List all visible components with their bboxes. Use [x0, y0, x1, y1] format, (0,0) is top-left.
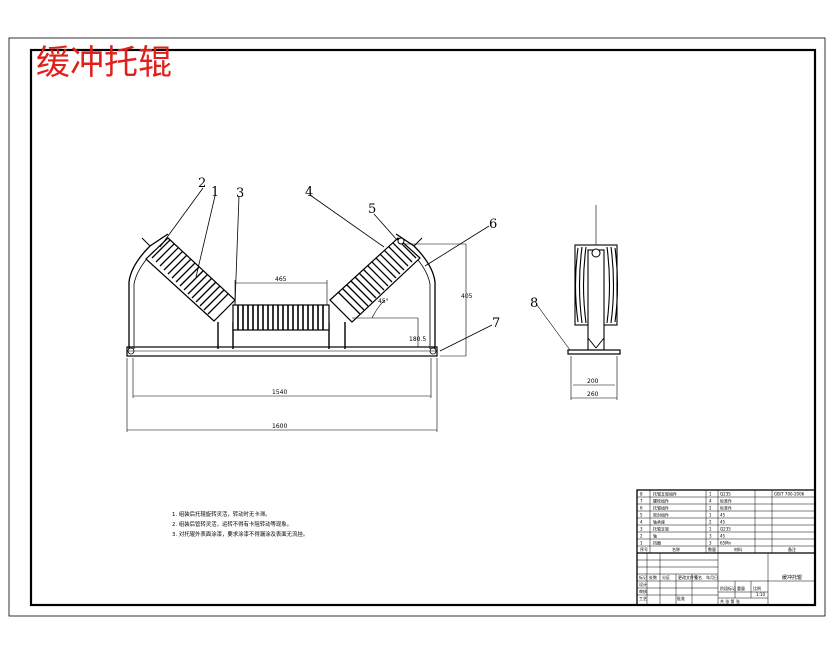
dim-angle: 45° — [378, 298, 389, 305]
right-inclined-roller — [329, 237, 421, 323]
tb-label-stage: 阶段标记 — [720, 585, 736, 591]
tb-header-name: 名称 — [672, 546, 680, 552]
parts-cell: 7 — [640, 499, 643, 504]
parts-cell: 1 — [709, 492, 712, 497]
parts-cell: 45 — [720, 534, 726, 539]
dim-total-length: 1600 — [272, 423, 287, 430]
front-view — [126, 187, 493, 432]
callout-1: 1 — [211, 185, 219, 200]
callout-leaders — [159, 187, 493, 352]
tb-header-no: 序号 — [640, 546, 648, 552]
base-beam — [126, 346, 438, 357]
parts-cell: 2 — [709, 506, 712, 511]
parts-cell: 45 — [720, 513, 726, 518]
tb-sheet: 共 张 第 张 — [720, 598, 740, 604]
parts-cell: 1 — [709, 513, 712, 518]
center-roller-rings — [237, 305, 324, 330]
tb-drawing-name: 缓冲托辊 — [782, 574, 802, 581]
callout-8: 8 — [530, 296, 538, 311]
dim-side-inner: 200 — [587, 378, 599, 385]
tb-label-approve: 批准 — [677, 595, 685, 601]
tb-header-qty: 数量 — [708, 546, 716, 552]
parts-cell: 4 — [640, 520, 643, 525]
title-block — [636, 489, 816, 606]
tb-label-sign: 签名 — [694, 574, 702, 580]
tb-scale: 1:10 — [756, 592, 765, 597]
parts-cell: 密封组件 — [653, 512, 669, 518]
parts-cell: 标准件 — [720, 505, 732, 511]
callout-2: 2 — [198, 176, 206, 191]
parts-cell: 1 — [640, 541, 643, 546]
parts-cell: 螺栓组件 — [653, 498, 669, 504]
side-roller-rings — [574, 246, 619, 324]
tb-label-review: 审核 — [639, 588, 647, 594]
parts-cell: 8 — [640, 492, 643, 497]
tb-header-mat: 材料 — [734, 546, 742, 552]
parts-cell: 托辊支架 — [653, 526, 669, 532]
parts-cell: 4 — [709, 499, 712, 504]
note-2: 2. 组装后管转灵活，运转不得有卡阻转动等现象。 — [172, 520, 292, 528]
parts-cell: 45 — [720, 520, 726, 525]
parts-cell: 2 — [709, 520, 712, 525]
tb-label-date: 年月日 — [706, 574, 718, 580]
parts-cell: 托辊支架组件 — [653, 491, 677, 497]
side-base-plate — [567, 349, 621, 355]
parts-cell: 标准件 — [720, 498, 732, 504]
note-1: 1. 组装后托辊旋转灵活，转动时无卡滞。 — [172, 510, 271, 518]
side-dimensions — [536, 304, 618, 400]
dim-inner-length: 1540 — [272, 389, 287, 396]
outer-sheet-border — [8, 37, 826, 617]
parts-cell: 3 — [640, 527, 643, 532]
inner-frame-border — [29, 48, 817, 607]
callout-4: 4 — [305, 185, 313, 200]
parts-cell: 3 — [709, 541, 712, 546]
parts-cell: 轴 — [653, 533, 657, 539]
parts-cell: 轴承座 — [653, 519, 665, 525]
parts-cell: 6 — [640, 506, 643, 511]
note-3: 3. 对托辊外表面涂漆，要求涂漆不得漏涂及表面无流挂。 — [172, 530, 308, 538]
tb-label-weight: 重量 — [737, 585, 745, 591]
parts-cell: 5 — [640, 513, 643, 518]
parts-cell: Q235 — [720, 492, 731, 497]
dim-height-right: 405 — [461, 293, 473, 300]
parts-cell: 3 — [709, 534, 712, 539]
parts-cell: 1 — [709, 527, 712, 532]
parts-cell: 托辊组件 — [653, 505, 669, 511]
left-frame-rod — [128, 233, 169, 349]
drawing-title: 缓冲托辊 — [36, 43, 172, 83]
dim-side-outer: 260 — [587, 391, 599, 398]
side-bracket — [587, 249, 605, 351]
parts-cell: Q235 — [720, 527, 731, 532]
callout-3: 3 — [236, 186, 244, 201]
side-view — [536, 205, 621, 400]
callout-5: 5 — [368, 202, 376, 217]
left-inclined-roller — [145, 237, 236, 322]
parts-cell: 挡圈 — [653, 540, 661, 546]
callout-6: 6 — [489, 217, 497, 232]
tb-label-zone: 分区 — [662, 574, 670, 580]
tb-label-scale: 比例 — [753, 585, 761, 591]
tb-label-count: 处数 — [649, 574, 657, 580]
tb-header-note: 备注 — [788, 546, 796, 552]
tb-label-process: 工艺 — [639, 596, 647, 601]
parts-cell: 65Mn — [720, 541, 732, 546]
tb-label-docno: 更改文件号 — [678, 574, 698, 580]
tb-label-mark: 标记 — [639, 574, 647, 580]
dim-offset: 180.5 — [409, 336, 426, 343]
parts-cell: 2 — [640, 534, 643, 539]
dim-top-width: 465 — [275, 276, 287, 283]
parts-cell: GB/T 700-2006 — [774, 492, 805, 497]
front-dimensions — [126, 243, 467, 432]
callout-7: 7 — [492, 316, 500, 331]
tb-label-design: 设计 — [639, 581, 647, 587]
